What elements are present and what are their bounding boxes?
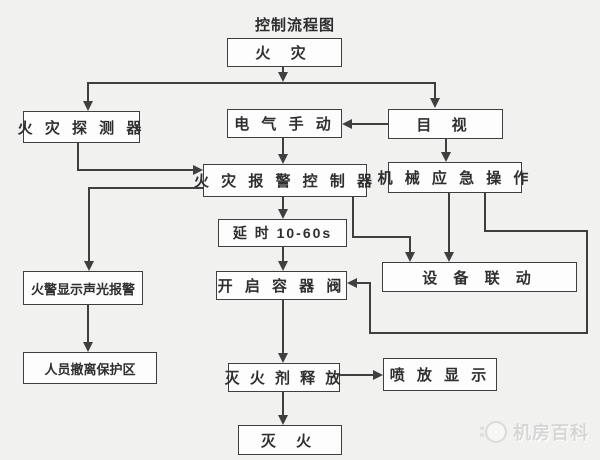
arrowhead-down <box>278 261 288 271</box>
node-equipment-linkage: 设 备 联 动 <box>382 262 577 292</box>
watermark: 机房百科 <box>480 419 589 445</box>
arrowhead-down <box>83 342 93 352</box>
edge-mechanical-valve-h2 <box>369 332 588 334</box>
arrowhead-left <box>347 278 357 288</box>
watermark-text: 机房百科 <box>513 423 589 443</box>
node-evacuate-area: 人员撤离保护区 <box>23 352 157 384</box>
edge-release-to-extinguish-line <box>282 392 284 418</box>
edge-controller-linkage-v1 <box>352 197 354 238</box>
edge-controller-to-delay-line <box>282 197 284 211</box>
edge-release-to-spray-line <box>340 374 376 376</box>
arrowhead-right <box>193 165 203 175</box>
edge-visual-to-manual-line <box>351 123 388 125</box>
arrowhead-down <box>84 261 94 271</box>
edge-branch-line <box>88 82 436 84</box>
edge-mechanical-valve-v1 <box>484 193 486 232</box>
arrowhead-down <box>278 154 288 164</box>
edge-alarm-to-evacuate-line <box>87 305 89 345</box>
arrowhead-right <box>373 370 383 380</box>
node-fire-detector: 火 灾 探 测 器 <box>18 111 141 143</box>
arrowhead-left <box>342 119 352 129</box>
watermark-logo-icon <box>480 421 507 443</box>
arrowhead-down <box>444 252 454 262</box>
edge-controller-linkage-h <box>352 236 411 238</box>
edge-delay-to-valve-line <box>282 247 284 263</box>
edge-visual-to-mechanical-line <box>445 139 447 155</box>
edge-to-visual-line <box>434 82 436 100</box>
edge-controller-linkage-v2 <box>409 236 411 254</box>
arrowhead-down <box>441 152 451 162</box>
node-alarm-display: 火警显示声光报警 <box>23 271 143 305</box>
node-extinguish: 灭 火 <box>238 425 342 455</box>
node-delay: 延 时 10-60s <box>218 219 347 247</box>
edge-detector-down-line <box>77 143 79 171</box>
edge-manual-to-controller-line <box>282 138 284 157</box>
node-mechanical-emergency: 机 械 应 急 操 作 <box>378 162 528 193</box>
diagram-title: 控制流程图 <box>255 17 336 34</box>
node-spray-display: 喷 放 显 示 <box>383 358 497 391</box>
arrowhead-down <box>405 252 415 262</box>
edge-mechanical-valve-h3 <box>356 282 371 284</box>
node-fire: 火 灾 <box>227 38 342 67</box>
arrowhead-down <box>430 98 440 108</box>
node-fire-alarm-controller: 火 灾 报 警 控 制 器 <box>194 164 372 197</box>
node-agent-release: 灭 火 剂 释 放 <box>225 363 340 392</box>
edge-controller-left-line <box>88 187 203 189</box>
edge-mechanical-valve-v2 <box>586 230 588 334</box>
arrowhead-down <box>278 209 288 219</box>
edge-mechanical-valve-h1 <box>484 230 588 232</box>
arrowhead-down <box>278 72 288 82</box>
edge-mechanical-valve-v3 <box>369 283 371 334</box>
edge-valve-to-release-line <box>282 300 284 356</box>
edge-to-alarm-display-line <box>88 187 90 262</box>
node-visual: 目 视 <box>388 109 503 139</box>
arrowhead-down <box>278 415 288 425</box>
arrowhead-down <box>83 101 93 111</box>
node-open-container-valve: 开 启 容 器 阀 <box>216 271 347 300</box>
node-electric-manual: 电 气 手 动 <box>227 109 342 138</box>
arrowhead-down <box>278 353 288 363</box>
edge-fire-down-line <box>282 67 284 76</box>
edge-mechanical-to-linkage-line <box>448 193 450 254</box>
edge-detector-to-controller-line <box>77 169 194 171</box>
edge-to-detector-line <box>87 82 89 104</box>
